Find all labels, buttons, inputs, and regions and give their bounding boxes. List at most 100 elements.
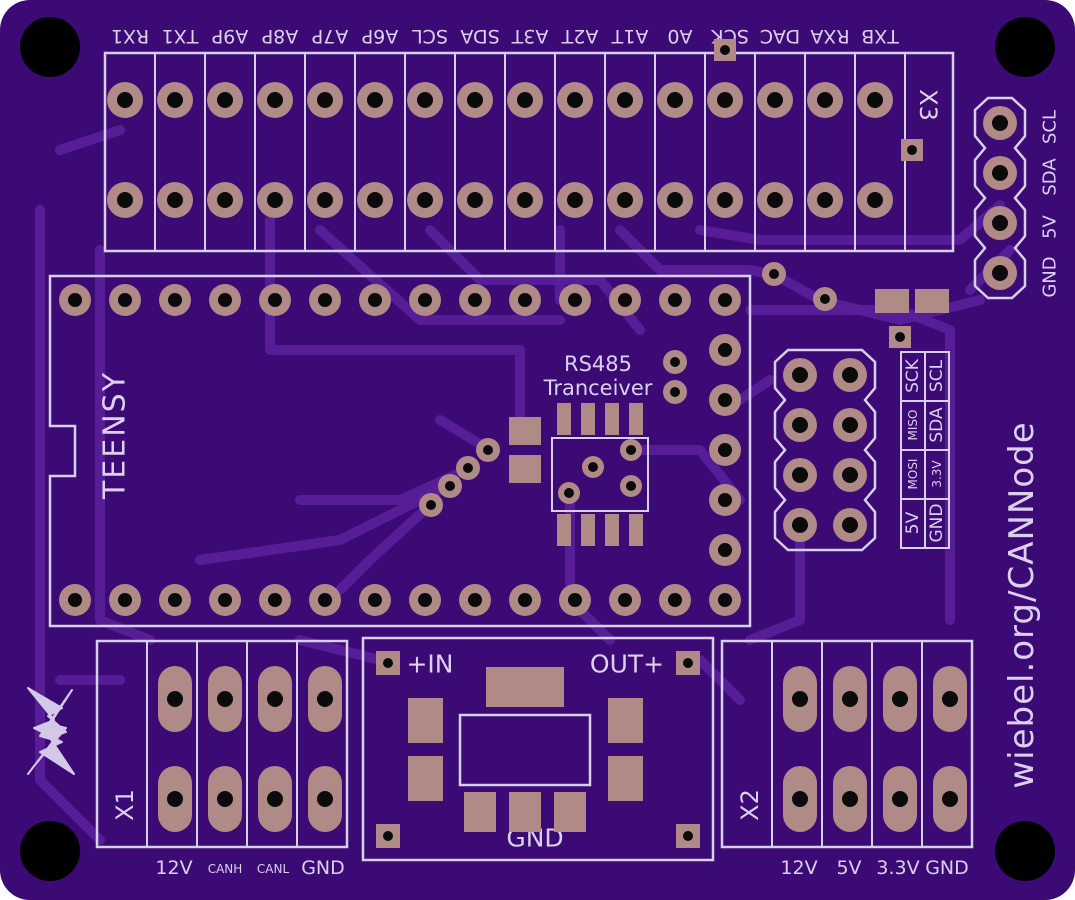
x3-pad [607,82,643,118]
x2-label-3v3: 3.3V [876,857,919,879]
i2c-pad [983,106,1017,140]
via [889,326,911,348]
teensy-pin [459,284,491,316]
teensy-pin [659,284,691,316]
x2-pad [783,766,817,832]
x3-pad [207,82,243,118]
x2-pad [933,666,967,732]
x3-pad [307,82,343,118]
via [714,39,736,61]
x2-pad [883,666,917,732]
via [438,474,462,498]
teensy-pin [709,284,741,316]
teensy-pin [659,584,691,616]
teensy-pin [109,584,141,616]
x1-pad [208,666,242,732]
i2c-label-gnd: GND [1040,256,1061,297]
x3-pad [357,82,393,118]
via [476,438,500,462]
spi-label-scl: SCL [927,359,947,392]
spi-label-sda: SDA [927,407,947,443]
via [456,456,480,480]
spi-pad [783,358,817,392]
x3-pad [407,182,443,218]
spi-label-mosi: MOSI [906,459,920,490]
via [676,824,700,848]
x3-pad [807,182,843,218]
x3-pad [157,82,193,118]
teensy-pin [609,284,641,316]
teensy-pin [159,584,191,616]
teensy-pin [309,584,341,616]
smd-pad [915,289,949,313]
teensy-pin [709,384,741,416]
via [620,439,642,461]
mount-hole-top-left [20,17,80,77]
x3-pad [657,82,693,118]
i2c-label-scl: SCL [1040,110,1061,144]
via [582,456,604,478]
x3-header: TXB RXA DAC SCK A0 A1T A2T A3T SDA SCL A… [103,25,955,253]
teensy-pin [509,584,541,616]
i2c-header: GND 5V SDA SCL [973,96,1061,300]
teensy-pin [509,284,541,316]
x1-pad [208,766,242,832]
x1-pad [258,666,292,732]
regulator-out-label: OUT+ [590,650,664,679]
teensy-pin [709,434,741,466]
spi-pad [833,508,867,542]
via [663,350,687,374]
smd-capacitor-pad [509,455,541,483]
x3-label-rx1: RX1 [111,25,149,47]
via [813,287,837,311]
x3-pad [407,82,443,118]
teensy-pin [59,284,91,316]
spi-pad [783,408,817,442]
spi-label-5v: 5V [903,511,923,534]
x3-dividers [154,53,906,251]
via [558,482,580,504]
x3-pad [207,182,243,218]
mount-hole-bottom-left [20,821,80,881]
x1-label-canl: CANL [257,862,290,876]
x3-pad [707,82,743,118]
x3-pad [857,182,893,218]
x3-pin-labels: TXB RXA DAC SCK A0 A1T A2T A3T SDA SCL A… [111,25,900,47]
x3-pad [607,182,643,218]
teensy-pin [209,284,241,316]
x3-pad [457,182,493,218]
via [376,824,400,848]
x3-label-a8p: A8P [262,25,299,47]
x3-pad [557,82,593,118]
x3-pad [357,182,393,218]
x1-pad [308,666,342,732]
x3-label-rxa: RXA [810,25,849,47]
x1-pad [158,766,192,832]
website-label: wiebel.org/CANNode [1002,421,1042,788]
x3-label-a2t: A2T [561,25,598,47]
x3-ref-label: X3 [914,89,942,121]
x1-pad [308,766,342,832]
via [676,651,700,675]
spi-pad [783,458,817,492]
x2-terminal-block: X2 12V 5V 3.3V GND [720,639,974,879]
via [620,475,642,497]
x2-label-5v: 5V [836,857,861,879]
x3-pad [707,182,743,218]
x3-pad [257,182,293,218]
lightning-logo-icon [27,687,75,775]
vias [419,39,923,517]
teensy-pin [559,584,591,616]
rs485-transceiver: RS485 Tranceiver [509,352,653,546]
mount-hole-bottom-right [995,821,1055,881]
teensy-pin [409,284,441,316]
x2-pad [933,766,967,832]
teensy-pin [709,534,741,566]
teensy-pin [359,284,391,316]
x1-label-gnd: GND [301,857,345,879]
spi-pad [783,508,817,542]
x3-label-a1t: A1T [611,25,648,47]
x3-pad [107,182,143,218]
x3-label-a7p: A7P [312,25,349,47]
x3-pad [107,82,143,118]
